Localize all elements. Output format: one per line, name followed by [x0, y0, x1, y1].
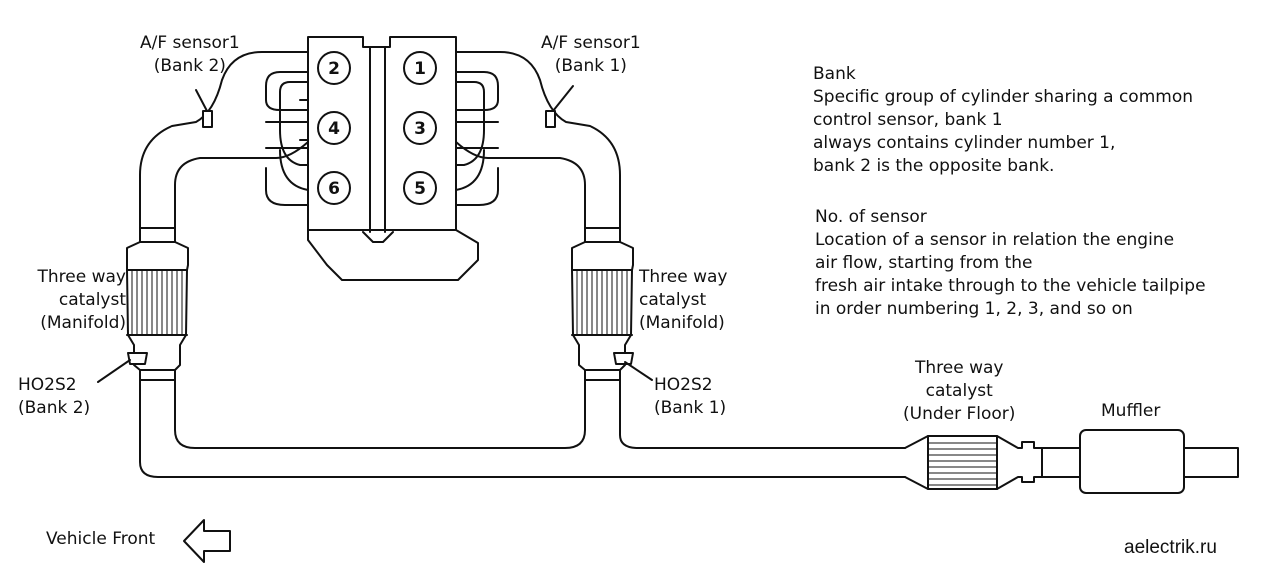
cylinder-4-circle	[317, 111, 351, 145]
af-sensor-bank2	[202, 110, 213, 128]
vehicle-front-label: Vehicle Front	[46, 529, 156, 549]
ho2s2-bank2-label: HO2S2 (Bank 2)	[18, 375, 91, 418]
underfloor-catalyst-body	[904, 435, 1043, 490]
vehicle-front-arrow-icon	[183, 519, 231, 563]
af-sensor-bank1-label: A/F sensor1 (Bank 1)	[541, 33, 641, 76]
ho2s2-sensor-bank1	[613, 352, 634, 365]
cylinder-6-circle	[317, 171, 351, 205]
cylinder-label: 2	[328, 59, 340, 79]
tailpipe	[1183, 447, 1239, 478]
watermark: aelectrik.ru	[1124, 537, 1217, 558]
sensor-number-definition-title: No. of sensor	[815, 207, 927, 227]
sensor-number-definition: No. of sensor Location of a sensor in re…	[815, 207, 1206, 319]
runner-left-6	[265, 167, 309, 206]
cylinder-5-circle	[403, 171, 437, 205]
muffler-body	[1079, 429, 1185, 494]
cylinder-3-circle	[403, 111, 437, 145]
ho2s2-bank1-label: HO2S2 (Bank 1)	[654, 375, 727, 418]
catalyst-under-floor-label: Three way catalyst (Under Floor)	[903, 358, 1016, 424]
runner-right-6	[455, 167, 499, 206]
cylinder-2-circle	[317, 51, 351, 85]
left-lower-pipe	[139, 379, 906, 478]
runner-left-1	[265, 71, 309, 111]
cylinder-label: 1	[414, 59, 426, 79]
catalyst-manifold-bank1-label: Three way catalyst (Manifold)	[639, 267, 728, 333]
af-sensor-bank2-label: A/F sensor1 (Bank 2)	[140, 33, 240, 76]
left-manifold-pipe	[139, 51, 309, 229]
ho2s2-sensor-bank2	[127, 352, 148, 365]
right-manifold-pipe	[455, 51, 621, 229]
right-lower-pipe	[619, 379, 906, 449]
runner-left-2	[279, 81, 309, 166]
runner-right-2	[455, 81, 485, 166]
runner-right-1	[455, 71, 499, 111]
cylinder-label: 4	[328, 119, 340, 139]
muffler-label: Muffler	[1101, 401, 1161, 421]
runner-left-5	[279, 149, 309, 191]
cylinder-label: 6	[328, 179, 340, 199]
bank-definition-title: Bank	[813, 64, 856, 84]
cylinder-label: 3	[414, 119, 426, 139]
engine-block	[307, 36, 479, 281]
bank-definition: Bank Specific group of cylinder sharing …	[813, 64, 1194, 176]
af-sensor-bank1	[545, 110, 556, 128]
catalyst-manifold-bank2-label: Three way catalyst (Manifold)	[37, 267, 126, 333]
cylinder-1-circle	[403, 51, 437, 85]
runner-right-5	[455, 149, 485, 191]
cylinder-label: 5	[414, 179, 426, 199]
